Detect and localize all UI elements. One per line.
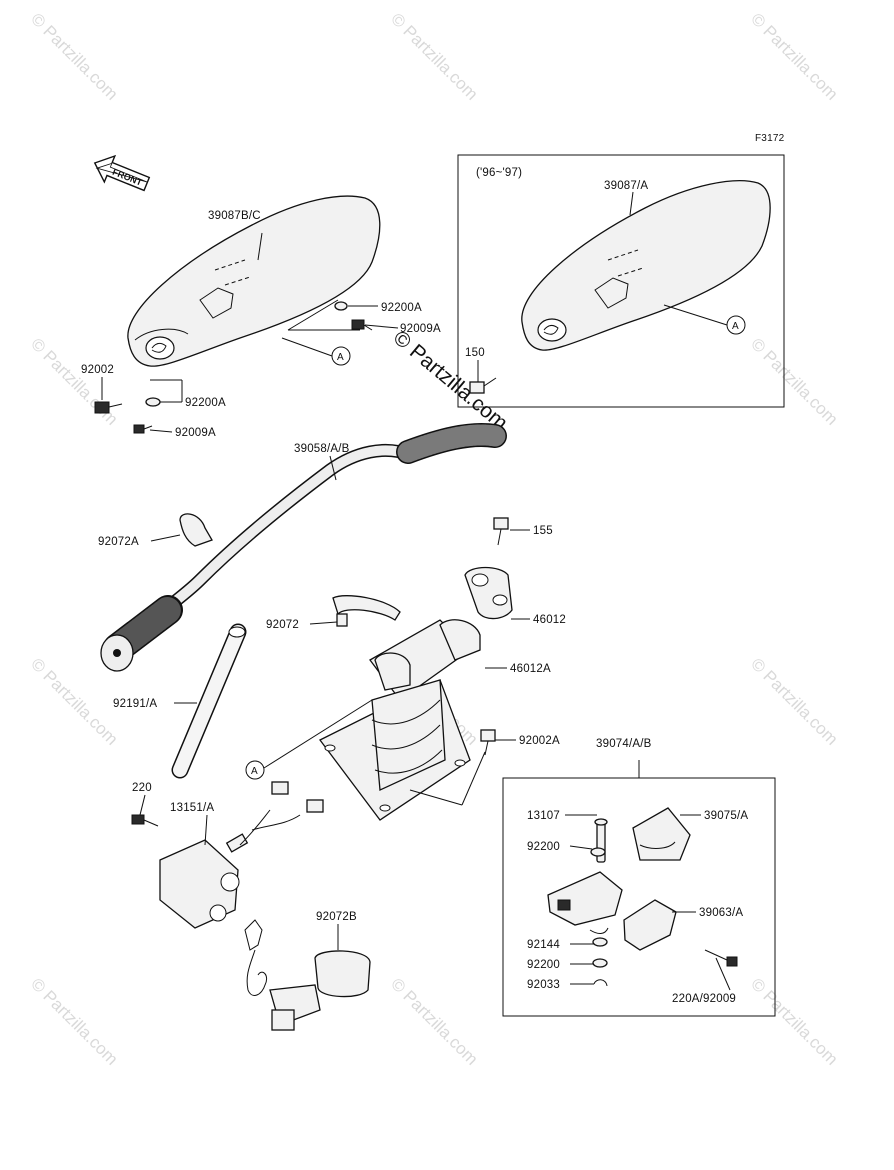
svg-text:A: A [337,352,344,363]
label-switch: 13151/A [170,802,214,814]
label-bolt: 150 [465,347,485,359]
cable-clamp [332,595,401,621]
label-spring: 92144 [527,939,560,951]
watermark: © Partzilla.com [747,9,841,103]
screw-icon [704,949,738,967]
watermark: © Partzilla.com [27,654,121,748]
bolt-icon [133,424,153,434]
bolt-icon [351,319,373,331]
bolt-icon [469,377,497,394]
label-washer: 92200A [381,302,422,314]
label-bolt: 92009A [400,323,441,335]
svg-text:A: A [732,321,739,332]
watermark: © Partzilla.com [27,974,121,1068]
reference-marker: A [726,315,746,335]
label-tube: 92191/A [113,698,157,710]
lanyard-clip [244,919,371,1031]
watermark: © Partzilla.com [747,334,841,428]
label-clamp: 92072B [316,911,357,923]
watermark: © Partzilla.com [27,9,121,103]
label-circlip: 92033 [527,979,560,991]
label-bolt: 92009A [175,427,216,439]
front-arrow-icon: FRONT [93,154,151,192]
svg-text:A: A [251,766,258,777]
label-bolt: 92002A [519,735,560,747]
watermark: © Partzilla.com [387,9,481,103]
label-cover-main: 39087B/C [208,210,261,222]
label-holder: 46012A [510,663,551,675]
leader-lines [101,191,731,991]
handlebar-holder [464,566,513,620]
part-labels: 39087B/C 39087/A 92200A 92009A 92002 922… [81,180,748,1005]
handlebar-cover-inset [521,180,771,351]
start-stop-switch [159,781,324,929]
label-clamp: 92072 [266,619,299,631]
reference-marker: A [331,346,351,366]
clamp-tab [336,613,348,627]
tube [171,623,247,779]
label-handlebar: 39058/A/B [294,443,350,455]
label-pin: 13107 [527,810,560,822]
inset-years: ('96~'97) [476,167,522,179]
inset-box [457,154,785,408]
bolt-icon [493,517,509,546]
label-bolt: 92002 [81,364,114,376]
figure-code: F3172 [755,133,785,144]
bolt-icon [131,814,159,827]
label-cover-inset: 39087/A [604,180,648,192]
washer-icon [145,397,161,407]
reference-marker: A [245,760,265,780]
label-washer: 92200A [185,397,226,409]
handlebar-cover-main [127,195,381,367]
label-holder: 46012 [533,614,566,626]
bolt-icon [94,401,123,414]
cable-clamp [179,513,213,547]
watermark: © Partzilla.com [387,974,481,1068]
handlebar [100,422,507,672]
bolt-icon [480,729,496,756]
label-lever: 39075/A [704,810,748,822]
washer-icon [334,301,348,311]
watermark: © Partzilla.com [27,334,121,428]
steering-holder [319,619,481,821]
label-screw: 220A/92009 [672,993,736,1005]
label-washer: 92200 [527,959,560,971]
watermark: © Partzilla.com [747,974,841,1068]
watermark: © Partzilla.com [747,654,841,748]
throttle-parts [547,807,738,987]
label-bolt: 220 [132,782,152,794]
label-clamp: 92072A [98,536,139,548]
label-washer: 92200 [527,841,560,853]
label-case: 39063/A [699,907,743,919]
center-watermark: © Partzilla.com [389,326,512,435]
label-throttle-assy: 39074/A/B [596,738,652,750]
label-bolt: 155 [533,525,553,537]
